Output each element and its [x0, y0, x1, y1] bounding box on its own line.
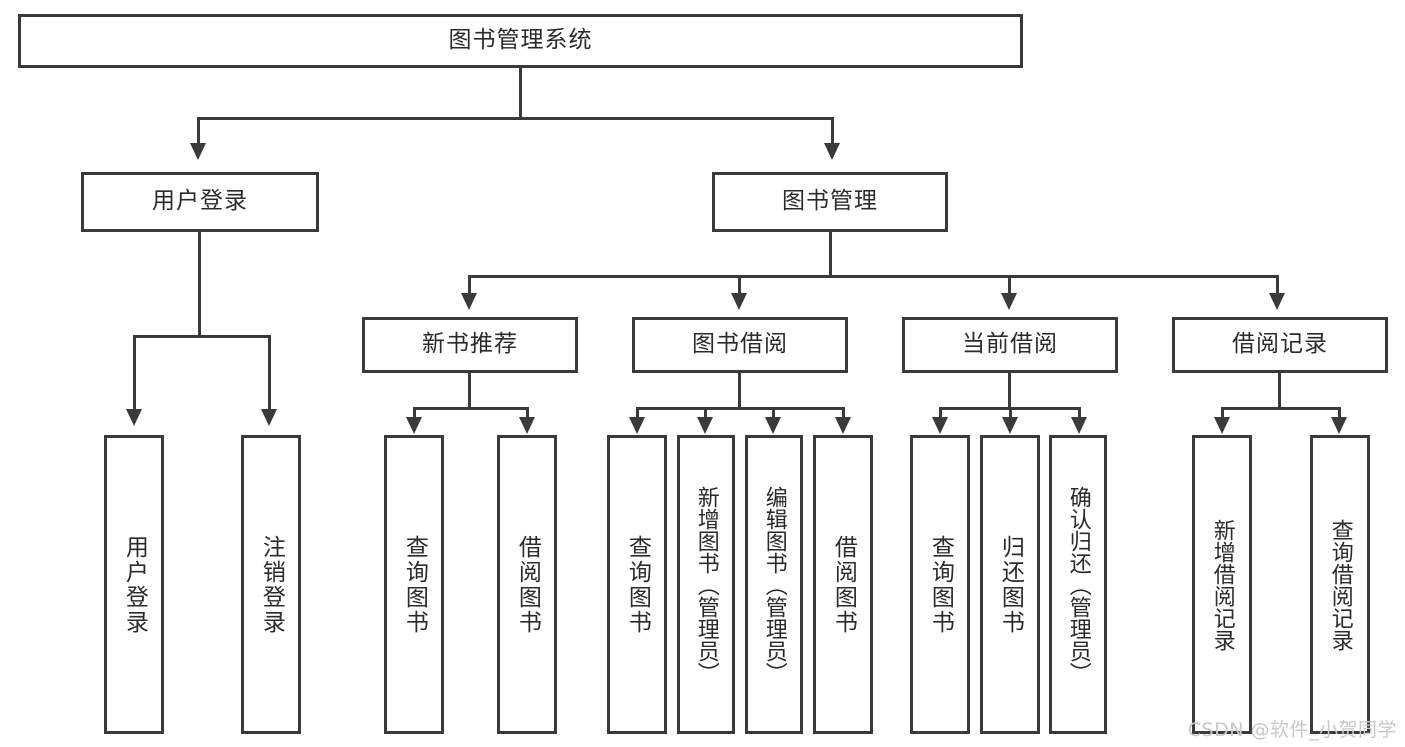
- edge-current-borrow-stem: [1008, 373, 1011, 409]
- arrow-cb-to-leaf-3: [1071, 417, 1087, 434]
- edge-root-to-book-management: [831, 117, 834, 145]
- node-current-borrow[interactable]: 当前借阅: [902, 317, 1118, 373]
- edge-book-borrow-bus: [636, 407, 845, 410]
- edge-nb-to-leaf-2: [526, 407, 529, 419]
- edge-br-to-leaf-2: [1338, 407, 1341, 419]
- edge-cb-to-leaf-1: [939, 407, 942, 419]
- edge-book-management-stem: [829, 232, 832, 277]
- arrow-nb-to-leaf-1: [406, 417, 422, 434]
- arrow-root-to-book-management: [824, 143, 840, 160]
- leaf-borrow-record-add-record[interactable]: 新增借阅记录: [1192, 435, 1252, 734]
- leaf-current-borrow-return-book[interactable]: 归还图书: [980, 435, 1040, 734]
- edge-new-book-bus: [413, 407, 529, 410]
- node-label: 借阅图书: [830, 534, 857, 635]
- node-book-management[interactable]: 图书管理: [712, 172, 948, 232]
- arrow-br-to-leaf-1: [1214, 417, 1230, 434]
- node-new-book-recommend[interactable]: 新书推荐: [362, 317, 578, 373]
- node-borrow-record[interactable]: 借阅记录: [1172, 317, 1388, 373]
- arrow-cb-to-leaf-2: [1002, 417, 1018, 434]
- edge-br-to-leaf-1: [1221, 407, 1224, 419]
- node-label: 当前借阅: [962, 331, 1058, 358]
- arrow-bm-to-book-borrow: [731, 293, 747, 310]
- arrow-bm-to-new-book: [461, 293, 477, 310]
- edge-bm-to-current-borrow: [1008, 275, 1011, 295]
- leaf-book-borrow-borrow-book[interactable]: 借阅图书: [813, 435, 873, 734]
- node-label: 查询借阅记录: [1327, 518, 1353, 651]
- node-label: 归还图书: [997, 534, 1024, 635]
- edge-borrow-record-stem: [1278, 373, 1281, 409]
- leaf-borrow-record-query-record[interactable]: 查询借阅记录: [1310, 435, 1370, 734]
- edge-user-login-stem: [198, 232, 201, 337]
- edge-user-login-bus: [133, 335, 270, 338]
- edge-bm-to-book-borrow: [738, 275, 741, 295]
- edge-cb-to-leaf-2: [1009, 407, 1012, 419]
- node-label: 新增图书（管理员）: [693, 485, 719, 684]
- edge-bb-to-leaf-1: [636, 407, 639, 419]
- edge-nb-to-leaf-1: [413, 407, 416, 419]
- node-label: 图书管理: [782, 188, 878, 215]
- arrow-bb-to-leaf-3: [765, 417, 781, 434]
- arrow-nb-to-leaf-2: [519, 417, 535, 434]
- arrow-bm-to-borrow-record: [1269, 293, 1285, 310]
- edge-bb-to-leaf-4: [842, 407, 845, 419]
- leaf-user-login-logout[interactable]: 注销登录: [241, 435, 301, 734]
- node-label: 借阅记录: [1232, 331, 1328, 358]
- node-root-book-management-system[interactable]: 图书管理系统: [18, 14, 1023, 68]
- edge-book-borrow-stem: [738, 373, 741, 409]
- node-user-login[interactable]: 用户登录: [81, 172, 319, 232]
- leaf-new-book-query-book[interactable]: 查询图书: [384, 435, 444, 734]
- edge-new-book-stem: [468, 373, 471, 409]
- arrow-br-to-leaf-2: [1331, 417, 1347, 434]
- edge-bm-to-new-book: [468, 275, 471, 295]
- node-label: 新增借阅记录: [1209, 518, 1235, 651]
- node-label: 图书借阅: [692, 331, 788, 358]
- leaf-current-borrow-query-book[interactable]: 查询图书: [910, 435, 970, 734]
- leaf-book-borrow-edit-book-admin[interactable]: 编辑图书（管理员）: [745, 435, 803, 734]
- arrow-bb-to-leaf-1: [629, 417, 645, 434]
- arrow-cb-to-leaf-1: [932, 417, 948, 434]
- leaf-user-login-login[interactable]: 用户登录: [104, 435, 164, 734]
- edge-root-to-user-login: [197, 117, 200, 145]
- node-label: 借阅图书: [514, 534, 541, 635]
- edge-root-bus: [197, 117, 834, 120]
- arrow-user-login-to-leaf-1: [126, 409, 142, 426]
- node-label: 注销登录: [258, 534, 285, 635]
- leaf-new-book-borrow-book[interactable]: 借阅图书: [497, 435, 557, 734]
- node-label: 图书管理系统: [448, 27, 593, 54]
- edge-bm-to-borrow-record: [1276, 275, 1279, 295]
- node-label: 查询图书: [401, 534, 428, 635]
- edge-book-management-bus: [468, 275, 1279, 278]
- edge-bb-to-leaf-3: [772, 407, 775, 419]
- edge-root-stem: [519, 68, 522, 119]
- node-label: 查询图书: [624, 534, 651, 635]
- csdn-watermark: CSDN @软件_小贺同学: [1187, 719, 1397, 741]
- node-label: 确认归还（管理员）: [1065, 485, 1091, 684]
- leaf-book-borrow-query-book[interactable]: 查询图书: [607, 435, 667, 734]
- edge-user-login-to-leaf-2: [268, 335, 271, 411]
- arrow-bb-to-leaf-4: [835, 417, 851, 434]
- node-book-borrow[interactable]: 图书借阅: [632, 317, 848, 373]
- node-label: 新书推荐: [422, 331, 518, 358]
- edge-bb-to-leaf-2: [704, 407, 707, 419]
- edge-user-login-to-leaf-1: [133, 335, 136, 411]
- node-label: 用户登录: [152, 188, 248, 215]
- node-label: 查询图书: [927, 534, 954, 635]
- node-label: 编辑图书（管理员）: [761, 485, 787, 684]
- arrow-user-login-to-leaf-2: [261, 409, 277, 426]
- arrow-bm-to-current-borrow: [1001, 293, 1017, 310]
- leaf-book-borrow-add-book-admin[interactable]: 新增图书（管理员）: [677, 435, 735, 734]
- arrow-bb-to-leaf-2: [697, 417, 713, 434]
- arrow-root-to-user-login: [190, 143, 206, 160]
- node-label: 用户登录: [121, 534, 148, 635]
- leaf-current-borrow-confirm-return-admin[interactable]: 确认归还（管理员）: [1049, 435, 1107, 734]
- edge-cb-to-leaf-3: [1078, 407, 1081, 419]
- edge-borrow-record-bus: [1221, 407, 1341, 410]
